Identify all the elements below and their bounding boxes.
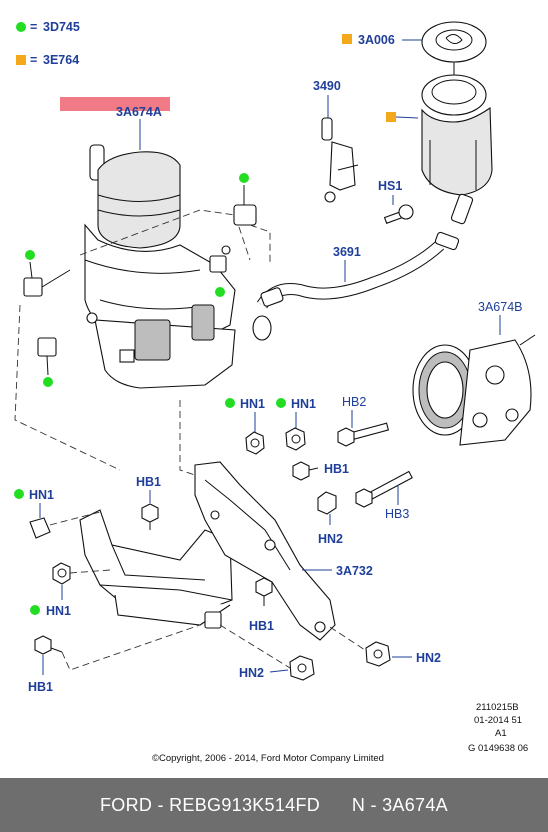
bolt-hb1-center [141, 503, 159, 530]
svg-text:=: = [30, 20, 37, 34]
bolt-hb1-lower-left [34, 635, 63, 655]
ref-line-1: 2110215B [476, 702, 519, 713]
legend-orange-marker [16, 55, 26, 65]
label-3a674b[interactable]: 3A674B [478, 300, 522, 314]
footer-ref-number: N - 3A674A [351, 794, 448, 815]
bolt-hb3 [355, 470, 413, 508]
nut-hn2-lower-center [289, 655, 315, 681]
label-hb1-upper[interactable]: HB1 [324, 462, 349, 476]
nut-hn2-mid [317, 491, 337, 515]
lower-left-grommet [37, 337, 57, 387]
clip-hn1-c [29, 517, 51, 539]
nut-hn1-b [285, 427, 306, 451]
label-hs1[interactable]: HS1 [378, 179, 402, 193]
power-steering-pump-3a674b [412, 334, 536, 446]
power-steering-pump-unit [79, 144, 251, 389]
pressure-hose-3691 [252, 231, 460, 341]
label-hb3[interactable]: HB3 [385, 507, 409, 521]
hn1-green-marker-a [225, 398, 235, 408]
power-steering-reservoir [421, 74, 493, 225]
label-hb1-lower-left[interactable]: HB1 [28, 680, 53, 694]
footer-part-number: FORD - REBG913K514FD [100, 794, 321, 815]
label-hn2-lower-right[interactable]: HN2 [416, 651, 441, 665]
cap-orange-marker [342, 34, 352, 44]
mounting-bracket-lower [79, 509, 233, 629]
hn1-green-marker-c [14, 489, 24, 499]
legend-code-3d745: 3D745 [43, 20, 80, 34]
label-3691[interactable]: 3691 [333, 245, 361, 259]
nut-hn1-a [245, 431, 265, 455]
reservoir-orange-marker [386, 112, 396, 122]
label-hn1-b[interactable]: HN1 [291, 397, 316, 411]
label-hb1-lower-mid[interactable]: HB1 [249, 619, 274, 633]
ref-line-4: G 0149638 06 [468, 743, 528, 754]
bracket-3a732 [194, 461, 336, 641]
reservoir-cap [421, 21, 487, 63]
part-highlight-bar [60, 97, 170, 111]
svg-text:=: = [30, 53, 37, 67]
right-mount-grommet [209, 173, 257, 297]
parts-diagram: = 3D745 = 3E764 3A674A [14, 20, 536, 764]
legend-code-3e764: 3E764 [43, 53, 79, 67]
label-hn1-c[interactable]: HN1 [29, 488, 54, 502]
bolt-hb2 [337, 422, 390, 447]
label-hn1-d[interactable]: HN1 [46, 604, 71, 618]
legend-green-marker [16, 22, 26, 32]
label-3a674a[interactable]: 3A674A [116, 105, 162, 119]
nut-hn1-d [52, 562, 71, 585]
bolt-hs1 [383, 204, 414, 224]
label-hb1-center[interactable]: HB1 [136, 475, 161, 489]
label-3490[interactable]: 3490 [313, 79, 341, 93]
label-hn1-a[interactable]: HN1 [240, 397, 265, 411]
label-3a732[interactable]: 3A732 [336, 564, 373, 578]
bolt-hb1-lower-mid [255, 577, 273, 606]
label-3a006[interactable]: 3A006 [358, 33, 395, 47]
reservoir-bracket [321, 117, 359, 203]
ref-line-3: A1 [495, 728, 507, 739]
bolt-hb1-upper [292, 461, 319, 481]
hn1-green-marker-b [276, 398, 286, 408]
footer-bar: FORD - REBG913K514FD N - 3A674A [0, 778, 548, 832]
nut-hn2-lower-right [365, 641, 391, 667]
label-hb2[interactable]: HB2 [342, 395, 366, 409]
label-hn2-lower-center[interactable]: HN2 [239, 666, 264, 680]
left-mount-grommet [23, 250, 71, 297]
copyright-text: ©Copyright, 2006 - 2014, Ford Motor Comp… [152, 753, 384, 764]
ref-line-2: 01-2014 51 [474, 715, 522, 726]
hn1-green-marker-d [30, 605, 40, 615]
label-hn2-mid[interactable]: HN2 [318, 532, 343, 546]
